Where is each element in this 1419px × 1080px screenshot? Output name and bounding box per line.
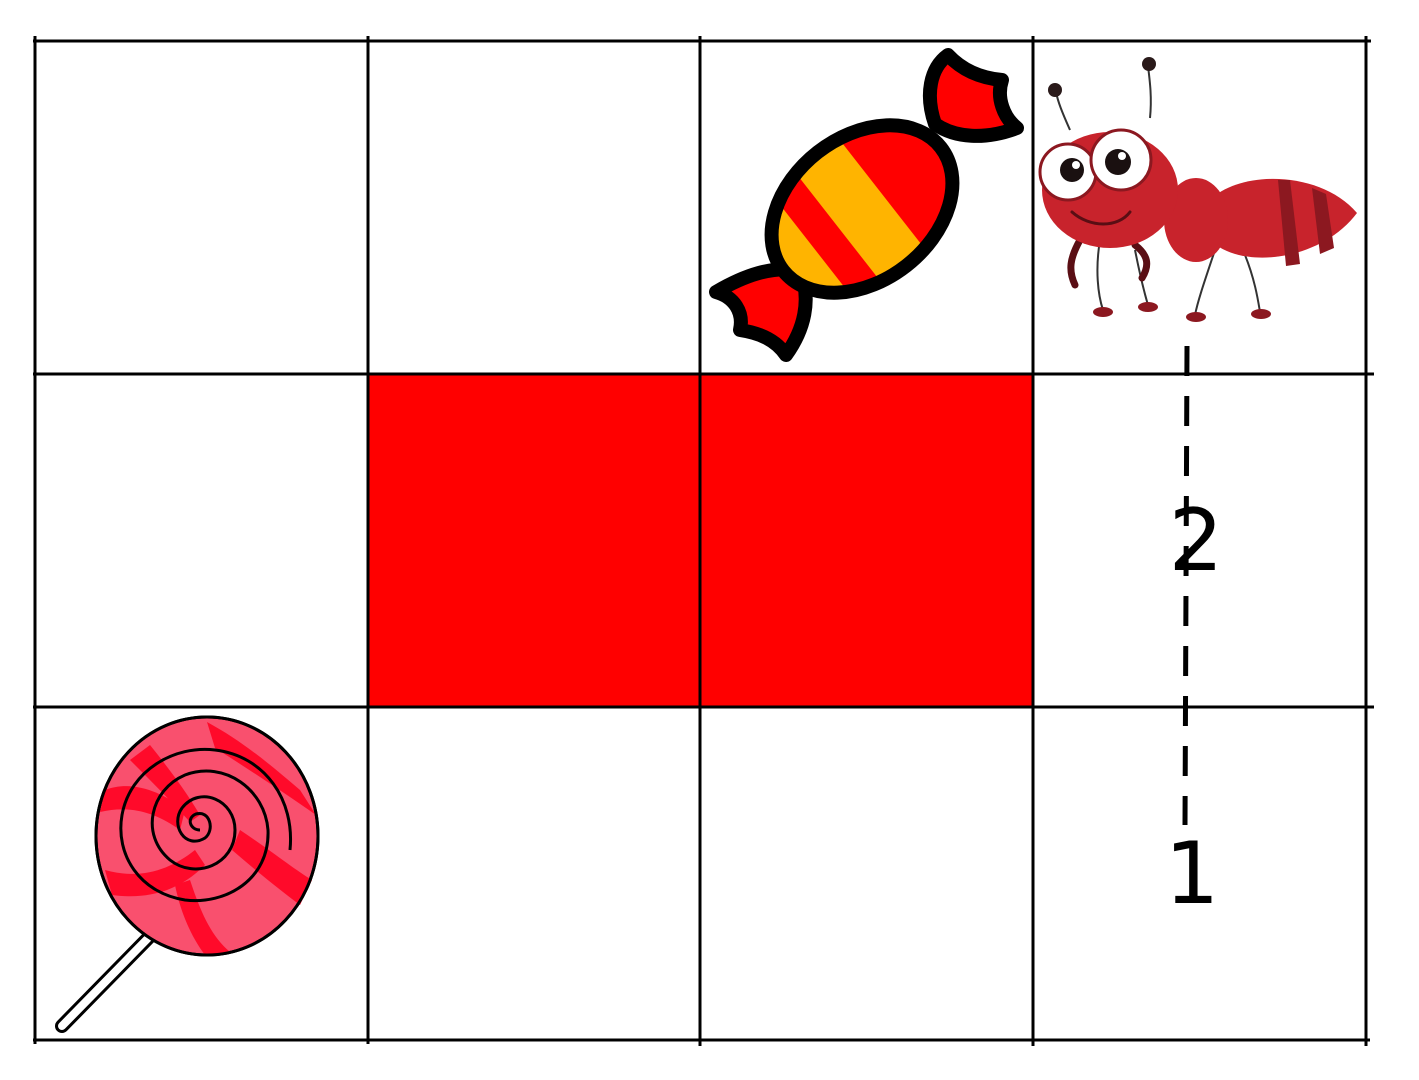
blocked-cell — [368, 374, 700, 707]
ant-icon — [1038, 57, 1357, 322]
step-number-1: 1 — [1165, 824, 1220, 924]
candy-icon — [709, 48, 1024, 362]
grid-lines — [33, 36, 1374, 1046]
path-dashed-line — [1182, 345, 1190, 826]
blocked-cell — [700, 374, 1033, 707]
lollipop-icon — [55, 715, 320, 1033]
step-number-2: 2 — [1169, 491, 1224, 591]
